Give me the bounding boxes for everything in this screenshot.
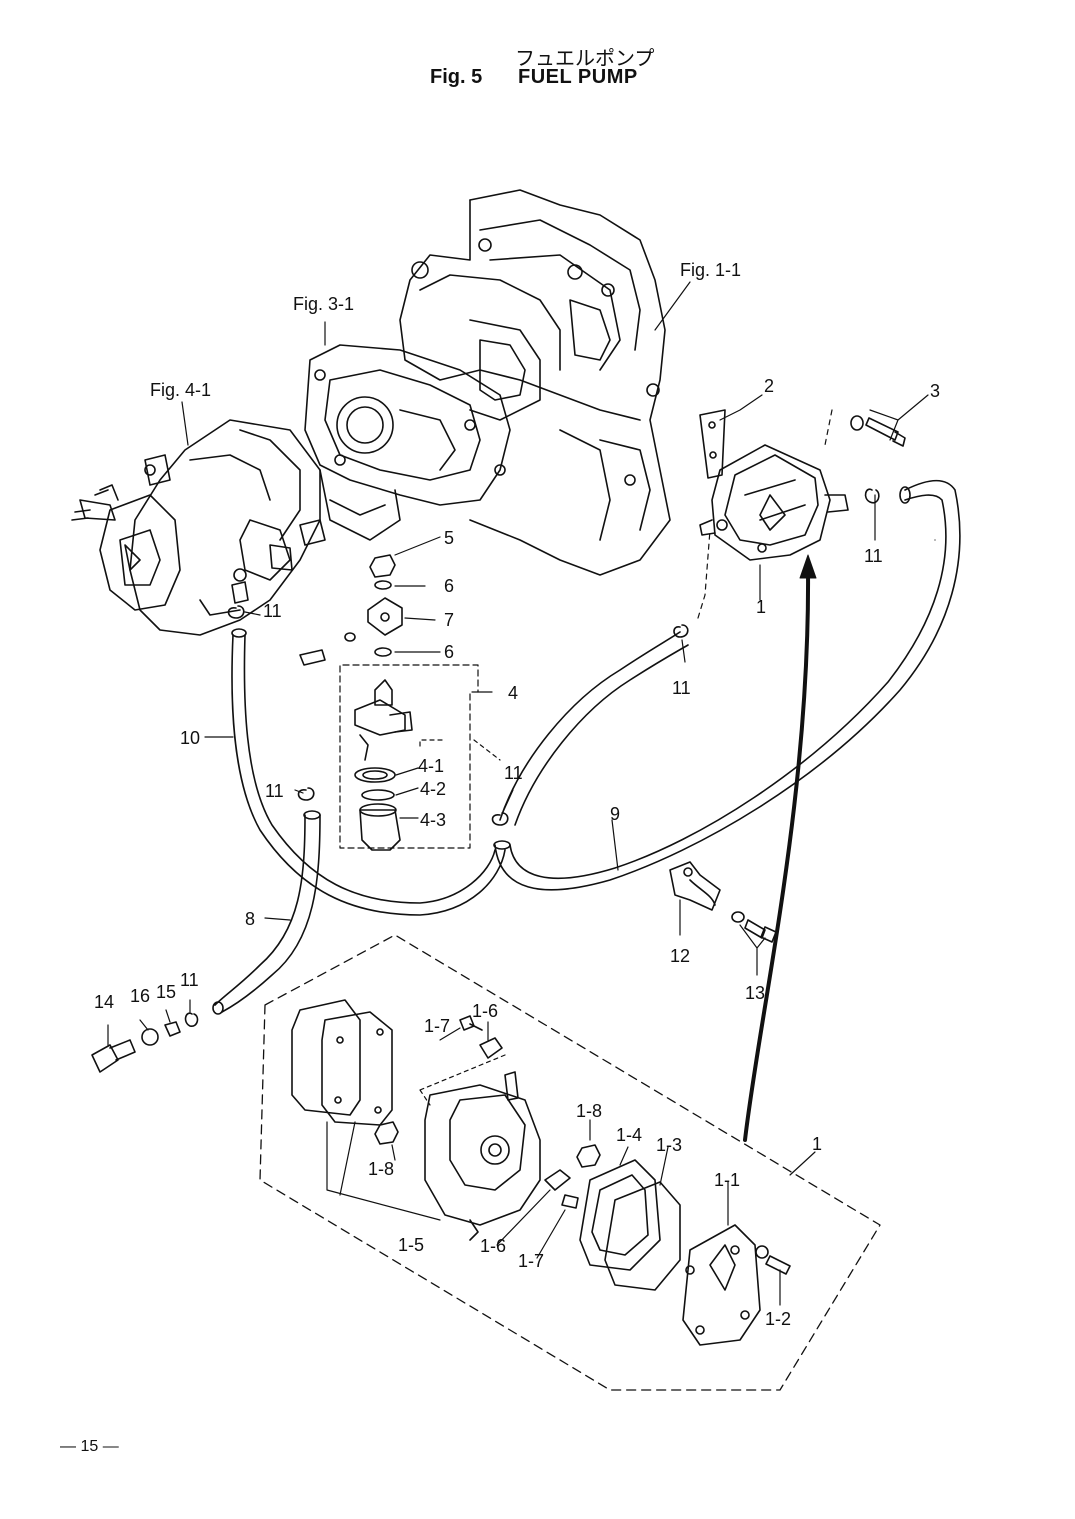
callout-11c: 11 [672, 678, 691, 698]
callout-9: 9 [610, 804, 620, 824]
callout-labels: 2 3 5 6 7 6 4 4-1 4-2 4-3 11 1 11 11 10 … [94, 376, 940, 1329]
callout-16: 16 [130, 986, 150, 1006]
filter-mount-hardware-drawing [299, 554, 403, 666]
callout-1-1: 1-1 [714, 1170, 740, 1190]
intake-manifold-drawing [304, 344, 511, 541]
ref-fig-1-1: Fig. 1-1 [680, 260, 741, 280]
ref-fig-4-1: Fig. 4-1 [150, 380, 211, 400]
callout-10: 10 [180, 728, 200, 748]
callout-4: 4 [508, 683, 518, 703]
reference-labels: Fig. 1-1 Fig. 3-1 Fig. 4-1 [150, 260, 741, 400]
title-japanese: フュエルポンプ [515, 46, 655, 70]
carburetor-drawing [71, 419, 326, 636]
kit-to-pump-arrow [743, 568, 811, 1142]
callout-1-4: 1-4 [616, 1125, 642, 1145]
callout-5: 5 [444, 528, 454, 548]
callout-1-top: 1 [756, 597, 766, 617]
figure-title: FUEL PUMP [518, 66, 638, 88]
clip-12-and-screw-13-drawing [669, 861, 777, 943]
callout-1-6b: 1-6 [480, 1236, 506, 1256]
callout-8: 8 [245, 909, 255, 929]
callout-15: 15 [156, 982, 176, 1002]
ref-fig-3-1: Fig. 3-1 [293, 294, 354, 314]
callout-12: 12 [670, 946, 690, 966]
callout-6a: 6 [444, 576, 454, 596]
callout-13: 13 [745, 983, 765, 1003]
callout-7: 7 [444, 610, 454, 630]
callout-1-8a: 1-8 [368, 1159, 394, 1179]
callout-14: 14 [94, 992, 114, 1012]
callout-11f: 11 [180, 970, 199, 990]
callout-1-7b: 1-7 [518, 1251, 544, 1271]
drain-fitting-drawing [91, 1021, 181, 1073]
callout-4-2: 4-2 [420, 779, 446, 799]
callout-1-8b: 1-8 [576, 1101, 602, 1121]
callout-11e: 11 [504, 763, 523, 783]
callout-11d: 11 [265, 781, 284, 801]
callout-1-6a: 1-6 [472, 1001, 498, 1021]
callout-2: 2 [764, 376, 774, 396]
callout-1-kit: 1 [812, 1134, 822, 1154]
callout-11b: 11 [864, 546, 883, 566]
fuel-hoses-drawing [212, 479, 961, 1015]
callout-1-5: 1-5 [398, 1235, 424, 1255]
screw-3-drawing [850, 415, 906, 447]
callout-3: 3 [930, 381, 940, 401]
fuel-filter-drawing [354, 679, 413, 851]
crankcase-block-drawing [399, 189, 671, 576]
pump-kit-exploded-drawing [259, 934, 881, 1391]
callout-1-3: 1-3 [656, 1135, 682, 1155]
callout-4-3: 4-3 [420, 810, 446, 830]
fuel-pump-assembly-drawing [699, 409, 849, 561]
callout-4-1: 4-1 [418, 756, 444, 776]
page-number: — 15 — [60, 1438, 119, 1455]
figure-number: Fig. 5 [430, 66, 483, 88]
callout-6b: 6 [444, 642, 454, 662]
hose-clamps-drawing [184, 488, 880, 1027]
callout-1-2: 1-2 [765, 1309, 791, 1329]
callout-11a: 11 [263, 601, 282, 621]
leader-lines [107, 281, 936, 1306]
callout-1-7a: 1-7 [424, 1016, 450, 1036]
